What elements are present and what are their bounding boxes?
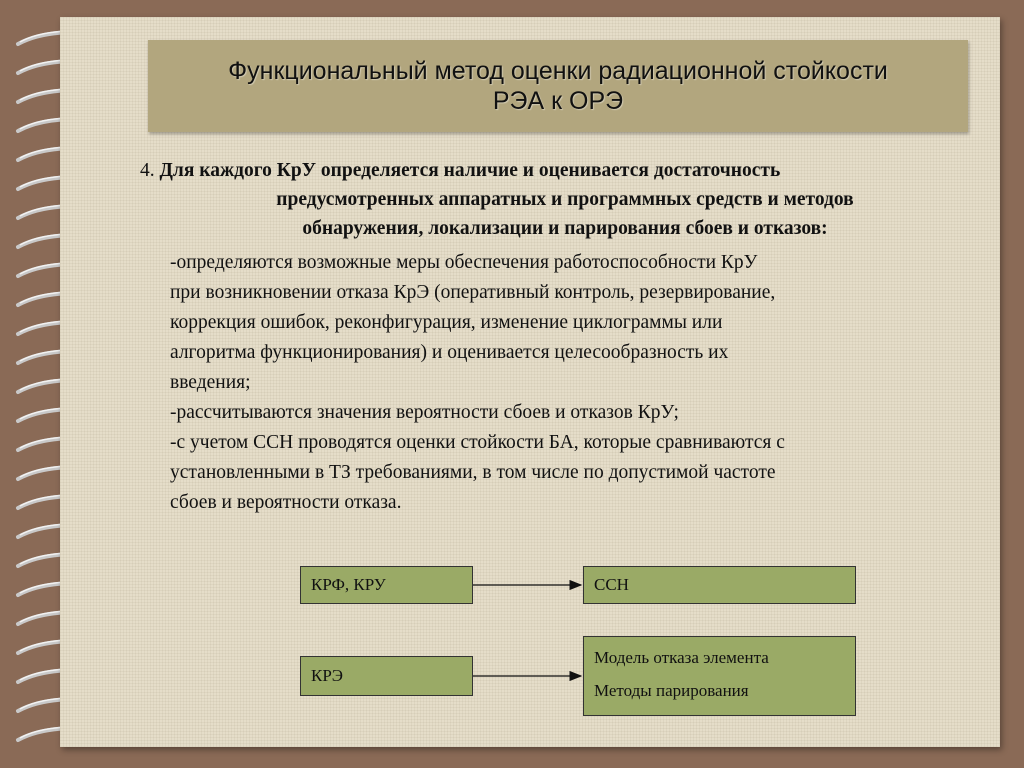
paragraph-number: 4. (140, 160, 155, 181)
paper-sheet (60, 17, 1000, 747)
slide-title-line1: Функциональный метод оценки радиационной… (228, 57, 888, 85)
body-line: -с учетом ССН проводятся оценки стойкост… (170, 432, 785, 453)
body-line: коррекция ошибок, реконфигурация, измене… (170, 312, 723, 333)
body-line: введения; (170, 372, 251, 393)
body-line: алгоритма функционирования) и оцениваетс… (170, 342, 729, 363)
slide-title-box: Функциональный метод оценки радиационной… (148, 40, 968, 132)
box-kre: КРЭ (300, 656, 473, 696)
box-ssn-label: ССН (594, 575, 629, 594)
box-krf-kru: КРФ, КРУ (300, 566, 473, 604)
heading-line-1: Для каждого КрУ определяется наличие и о… (159, 160, 781, 181)
box-model-line2: Методы парирования (594, 681, 749, 700)
body-line: установленными в ТЗ требованиями, в том … (170, 462, 776, 483)
paragraph-heading: 4. Для каждого КрУ определяется наличие … (140, 156, 990, 243)
box-model-line1: Модель отказа элемента (594, 648, 769, 667)
heading-line-3: обнаружения, локализации и парирования с… (302, 218, 828, 239)
box-krf-kru-label: КРФ, КРУ (311, 575, 386, 594)
box-kre-label: КРЭ (311, 666, 344, 685)
heading-line-2: предусмотренных аппаратных и программных… (276, 189, 854, 210)
paragraph-body: -определяются возможные меры обеспечения… (170, 248, 990, 518)
box-model: Модель отказа элемента Методы парировани… (583, 636, 856, 716)
body-line: -определяются возможные меры обеспечения… (170, 252, 758, 273)
box-ssn: ССН (583, 566, 856, 604)
slide-title-line2: РЭА к ОРЭ (492, 87, 624, 115)
body-line: -рассчитываются значения вероятности сбо… (170, 402, 679, 423)
body-line: сбоев и вероятности отказа. (170, 492, 402, 513)
body-line: при возникновении отказа КрЭ (оперативны… (170, 282, 776, 303)
